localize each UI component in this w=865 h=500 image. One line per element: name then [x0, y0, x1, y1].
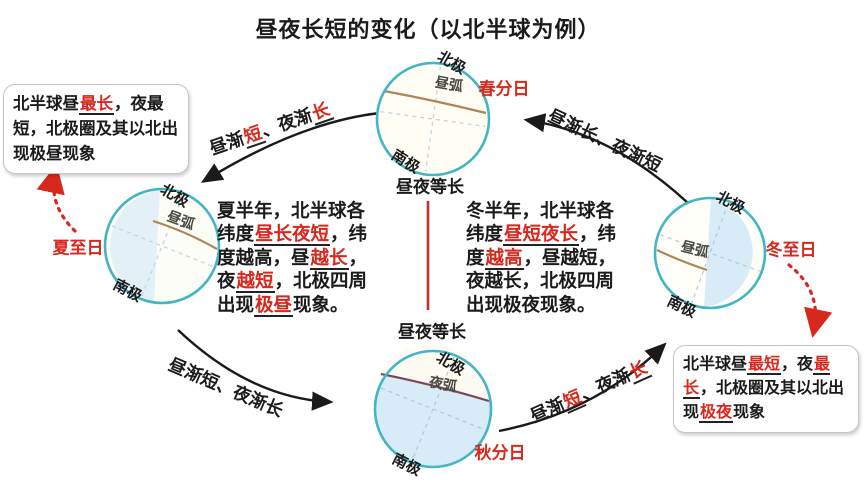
globe-autumn-equinox	[373, 344, 493, 469]
paragraph-key-term: 越高	[484, 246, 524, 270]
paragraph-key-term: 越长	[309, 246, 349, 270]
globe-winter-night-side	[704, 199, 753, 307]
summer-solstice-note-box: 北半球昼最长，夜最短，北极圈及其以北出现极昼现象	[3, 84, 189, 175]
orbit-arc-summer-to-autumn	[177, 329, 334, 411]
paragraph-key-term: 昼长夜短	[254, 223, 331, 247]
note-text: ，夜	[781, 356, 814, 373]
paragraph-text: 夏半年，北半球各纬度	[217, 200, 366, 245]
note-text: 北半球昼	[683, 356, 748, 373]
orbit-arc-autumn-to-winter	[498, 342, 667, 433]
globe-winter-terminator	[656, 249, 708, 272]
season-label-spring: 春分日	[478, 79, 530, 99]
note-text: 北半球昼	[13, 95, 79, 113]
globe-autumn-gridlines	[380, 356, 486, 462]
pointer-arrow-summer-note	[36, 164, 77, 233]
paragraph-text: ，夜	[217, 246, 368, 292]
orbit-arc-spring-to-summer	[200, 111, 381, 183]
globe-summer-terminator	[152, 219, 218, 250]
globe-spring-terminator	[383, 89, 487, 115]
page-title: 昼夜长短的变化（以北半球为例）	[255, 17, 601, 42]
paragraph-key-term: 越短	[235, 270, 275, 294]
note-text: 现象	[733, 404, 766, 421]
summer-half-year-paragraph: 夏半年，北半球各纬度昼长夜短，纬度越高，昼越长，夜越短，北极四周出现极昼现象。	[217, 199, 379, 317]
globe-spring-body	[377, 63, 489, 175]
season-label-autumn: 秋分日	[474, 443, 526, 463]
globe-summer-night-side	[110, 190, 160, 302]
globe-winter-solstice	[653, 196, 767, 310]
paragraph-key-term: 昼短夜长	[503, 223, 580, 247]
note-fill-in: 最长	[683, 356, 831, 399]
equal-daynight-note-top: 昼夜等长	[396, 177, 464, 197]
note-fill-in: 极夜	[699, 404, 734, 423]
paragraph-text: 冬半年，北半球各纬度	[466, 200, 615, 245]
paragraph-key-term: 极昼	[254, 293, 294, 317]
note-text: ，北极圈及其以北出现	[683, 380, 845, 421]
equal-daynight-note-bottom: 昼夜等长	[398, 322, 466, 342]
note-fill-in: 最长	[79, 95, 114, 115]
globe-spring-gridlines	[380, 66, 486, 172]
pointer-arrow-winter-note	[787, 263, 833, 338]
season-label-winter: 冬至日	[765, 240, 817, 260]
paragraph-text: ，北极四周出现	[217, 270, 368, 315]
paragraph-text: 现象。	[293, 293, 349, 315]
winter-solstice-note-box: 北半球昼最短，夜最长，北极圈及其以北出现极夜现象	[673, 345, 859, 433]
paragraph-text: ，纬度越高，昼	[217, 223, 368, 268]
season-label-summer: 夏至日	[52, 238, 104, 258]
paragraph-text: ，昼越短，夜越长，北极四周出现极夜现象。	[466, 246, 617, 315]
globe-spring-equinox	[375, 61, 491, 177]
orbit-arc-winter-to-spring	[523, 113, 689, 204]
globe-summer-solstice	[103, 187, 221, 305]
note-text: ，夜最短，北极圈及其以北出现极昼现象	[13, 95, 178, 163]
winter-half-year-paragraph: 冬半年，北半球各纬度昼短夜长，纬度越高，昼越短，夜越长，北极四周出现极夜现象。	[466, 199, 628, 316]
paragraph-text: ，纬度	[466, 223, 617, 268]
globe-summer-gridlines	[111, 195, 213, 297]
globe-autumn-terminator	[380, 372, 490, 403]
globe-winter-gridlines	[659, 202, 761, 304]
note-fill-in: 最短	[747, 356, 782, 375]
